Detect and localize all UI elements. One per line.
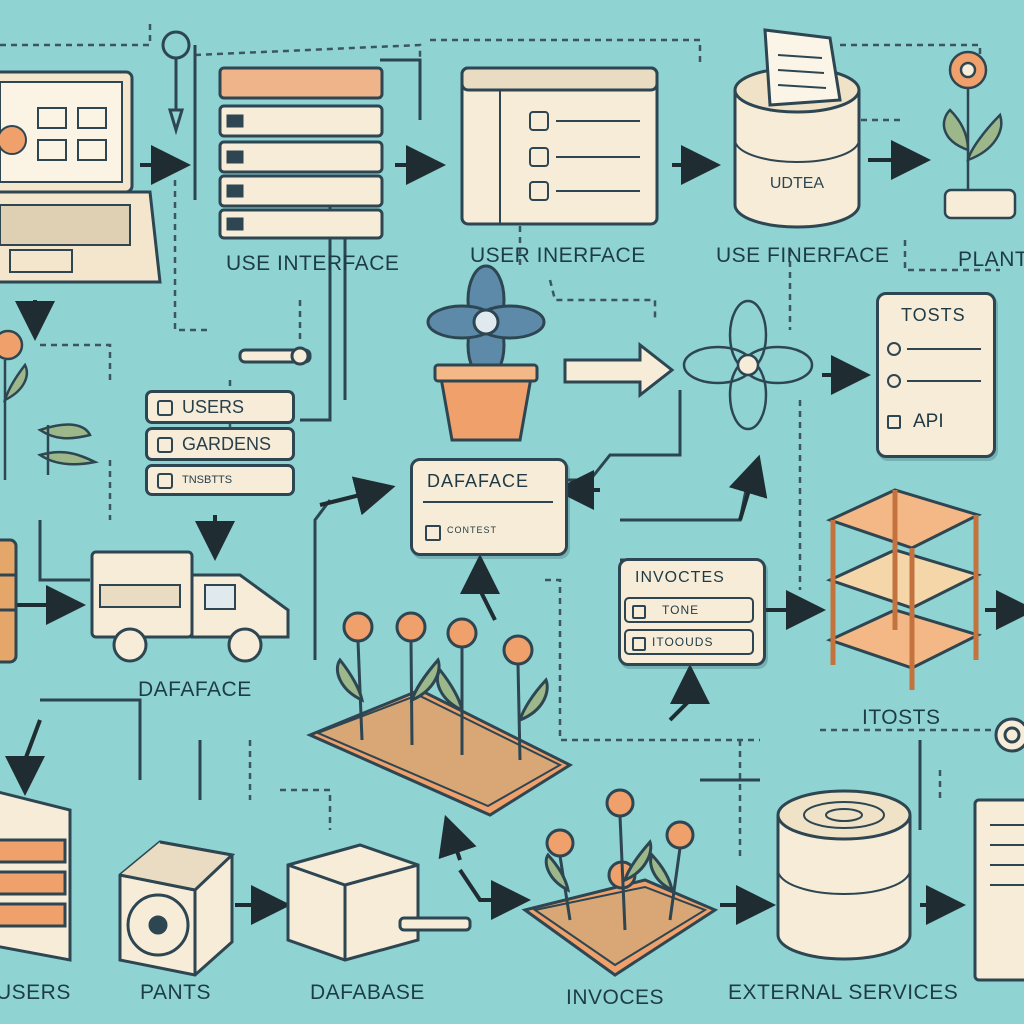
invoices-row-itoouds[interactable]: ITOOUDS (624, 629, 754, 655)
label-dafaface: DAFAFACE (138, 678, 252, 701)
bookshelf-illustration (0, 790, 72, 962)
label-dafabase: DAFABASE (310, 981, 425, 1004)
invoices-card[interactable]: INVOCTES TONE ITOOUDS (618, 558, 766, 666)
label-use-interface: USE INTERFACE (226, 252, 400, 275)
label-user-inerface: USER INERFACE (470, 244, 646, 267)
list-item-gardens[interactable]: GARDENS (145, 427, 295, 461)
drum-label: UDTEA (770, 175, 825, 192)
database-card-row (423, 501, 553, 515)
list-item-users[interactable]: USERS (145, 390, 295, 424)
tosts-card-title: TOSTS (901, 305, 966, 325)
key-icon (161, 30, 191, 136)
list-item-third[interactable]: TNSBTTS (145, 464, 295, 496)
checkbox-icon (157, 473, 173, 489)
shelving-unit-illustration (825, 488, 983, 690)
basket-left-edge (0, 538, 18, 664)
checkbox-icon (157, 400, 173, 416)
plant-top-right (942, 50, 1017, 220)
label-use-finerface: USE FINERFACE (716, 244, 890, 267)
database-drum-illustration (733, 28, 861, 229)
ui-window-illustration (460, 66, 659, 226)
flower-bed-center (306, 611, 574, 817)
delivery-truck-illustration (90, 550, 290, 663)
database-card-row-checkbox (425, 525, 441, 541)
document-illustration (973, 798, 1024, 982)
storage-drum-illustration (776, 789, 912, 961)
wrench-icon (238, 346, 312, 366)
flower-bed-bottom (521, 788, 719, 977)
tosts-row-2[interactable] (885, 371, 985, 391)
laptop-illustration (0, 70, 162, 284)
row-line (907, 348, 981, 350)
label-itosts: ITOSTS (862, 706, 941, 729)
target-icon (994, 717, 1024, 753)
database-card[interactable]: DAFAFACE CONTEST (410, 458, 568, 556)
database-card-title: DAFAFACE (427, 471, 530, 491)
label-users: USERS (0, 981, 71, 1004)
tosts-row-1[interactable] (885, 339, 985, 359)
tosts-card[interactable]: TOSTS API (876, 292, 996, 458)
checkbox-icon (632, 637, 646, 651)
fan-unit-illustration (118, 840, 236, 977)
outlined-arrow (563, 341, 675, 399)
label-pants: PANTS (140, 981, 211, 1004)
radio-icon (887, 342, 901, 356)
network-flower-icon (682, 299, 814, 431)
checkbox-icon (887, 415, 901, 429)
flow-arrows (0, 140, 1024, 925)
label-plant: PLANT (958, 248, 1024, 271)
dashed-connectors (0, 20, 1010, 860)
tosts-row-api[interactable]: API (885, 411, 985, 435)
checkbox-icon (632, 605, 646, 619)
plant-left-edge (0, 329, 99, 480)
label-external-services: EXTERNAL SERVICES (728, 981, 959, 1004)
database-card-row-label: CONTEST (447, 525, 498, 535)
package-box-illustration (286, 843, 472, 962)
invoices-card-title: INVOCTES (635, 569, 725, 586)
label-invoces: INVOCES (566, 986, 665, 1009)
server-rack-illustration (218, 66, 384, 240)
row-line (907, 380, 981, 382)
invoices-row-tone[interactable]: TONE (624, 597, 754, 623)
potted-flower-illustration (426, 264, 546, 442)
checkbox-icon (157, 437, 173, 453)
radio-icon (887, 374, 901, 388)
